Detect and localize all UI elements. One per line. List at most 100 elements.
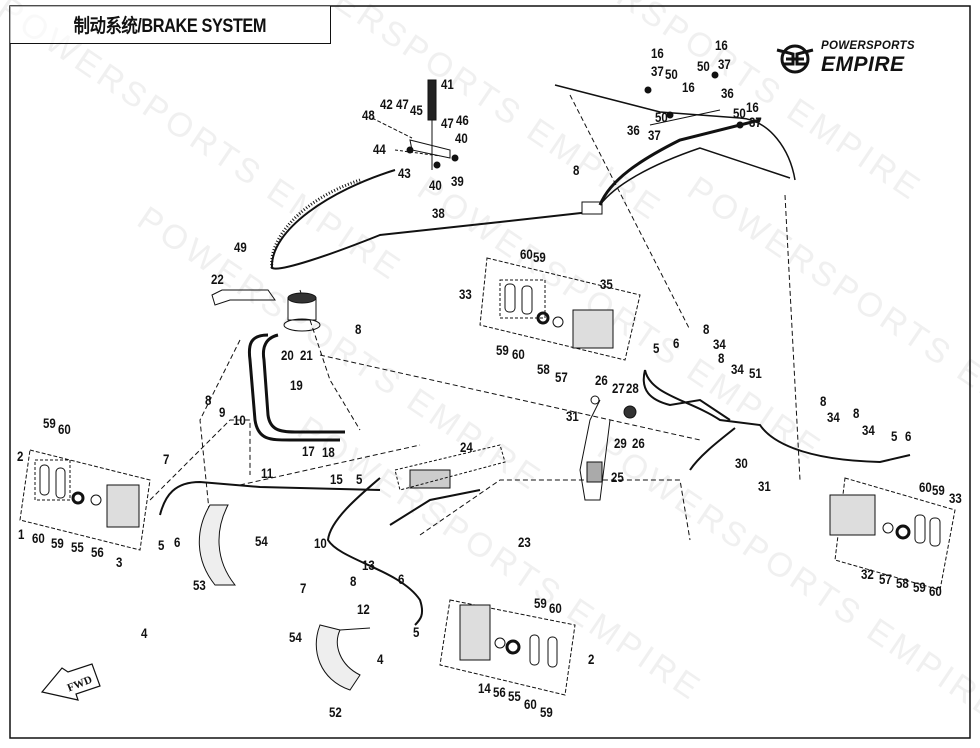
callout: 38: [432, 205, 445, 221]
callout: 27: [612, 380, 625, 396]
callout: 40: [455, 130, 468, 146]
callout: 33: [949, 490, 962, 506]
callout: 1: [18, 526, 25, 542]
callout: 11: [261, 465, 274, 481]
callout: 47: [396, 96, 409, 112]
callout: 40: [429, 177, 442, 193]
callout: 6: [174, 534, 181, 550]
callout: 16: [651, 45, 664, 61]
callout: 8: [355, 321, 362, 337]
callout: 17: [302, 443, 315, 459]
callout: 31: [758, 478, 771, 494]
parking-brake-lever: [371, 79, 459, 170]
empire-wings-logo-icon: [776, 44, 814, 74]
reservoir-hoses: [247, 333, 340, 442]
callout: 50: [655, 109, 668, 125]
callout: 51: [749, 365, 762, 381]
callout: 5: [356, 471, 363, 487]
callout: 44: [373, 141, 386, 157]
callout: 50: [733, 105, 746, 121]
brake-fluid-reservoir: [211, 289, 321, 332]
diagram-title: 制动系统/BRAKE SYSTEM: [73, 16, 267, 37]
callout: 5: [891, 428, 898, 444]
callout: 5: [413, 624, 420, 640]
callout: 55: [71, 539, 84, 555]
callout: 33: [459, 286, 472, 302]
callout: 60: [524, 696, 537, 712]
callout: 60: [919, 479, 932, 495]
callout: 8: [853, 405, 860, 421]
callout: 52: [329, 704, 342, 720]
callout: 4: [377, 651, 384, 667]
master-cylinder: [409, 469, 451, 489]
callout: 9: [219, 404, 226, 420]
callout: 6: [905, 428, 912, 444]
callout: 5: [653, 340, 660, 356]
rear-brake-cables: [554, 84, 796, 181]
front-brake-line-center: [326, 477, 424, 626]
callout: 16: [715, 37, 728, 53]
callout: 16: [746, 99, 759, 115]
callout: 59: [913, 579, 926, 595]
front-right-caliper-box: [439, 599, 576, 696]
right-disc-guard: [315, 624, 361, 691]
callout: 12: [357, 601, 370, 617]
left-disc-guard: [198, 504, 237, 586]
brand-logo: POWERSPORTS EMPIRE: [775, 40, 950, 76]
callout: 20: [281, 347, 294, 363]
callout: 42: [380, 96, 393, 112]
callout: 50: [665, 66, 678, 82]
callout: 32: [861, 566, 874, 582]
callout: 37: [651, 63, 664, 79]
callout: 36: [627, 122, 640, 138]
callout: 35: [600, 276, 613, 292]
callout: 2: [17, 448, 24, 464]
callout: 59: [932, 482, 945, 498]
brake-pedal: [579, 395, 637, 501]
callout: 10: [314, 535, 327, 551]
callout: 4: [141, 625, 148, 641]
callout: 22: [211, 271, 224, 287]
callout: 56: [91, 544, 104, 560]
callout: 26: [632, 435, 645, 451]
callout: 8: [718, 350, 725, 366]
callout: 60: [32, 530, 45, 546]
callout: 8: [573, 162, 580, 178]
callout: 50: [697, 58, 710, 74]
forward-arrow-icon: [40, 663, 101, 701]
callout: 7: [163, 451, 170, 467]
callout: 60: [58, 421, 71, 437]
callout: 8: [820, 393, 827, 409]
callout: 49: [234, 239, 247, 255]
callout: 18: [322, 444, 335, 460]
callout: 28: [626, 380, 639, 396]
brand-line2: EMPIRE: [821, 52, 905, 76]
callout: 15: [330, 471, 343, 487]
callout: 60: [520, 246, 533, 262]
callout: 34: [827, 409, 840, 425]
callout: 59: [540, 704, 553, 720]
callout: 37: [718, 56, 731, 72]
callout: 60: [549, 600, 562, 616]
callout: 34: [713, 336, 726, 352]
callout: 56: [493, 684, 506, 700]
callout: 57: [879, 571, 892, 587]
callout: 37: [648, 127, 661, 143]
callout: 54: [289, 629, 302, 645]
callout: 23: [518, 534, 531, 550]
callout: 36: [721, 85, 734, 101]
callout: 3: [116, 554, 123, 570]
callout: 25: [611, 469, 624, 485]
callout: 8: [350, 573, 357, 589]
callout: 53: [193, 577, 206, 593]
callout: 59: [534, 595, 547, 611]
callout: 34: [862, 422, 875, 438]
callout: 16: [682, 79, 695, 95]
callout: 6: [673, 335, 680, 351]
callout: 59: [496, 342, 509, 358]
callout: 45: [410, 102, 423, 118]
callout: 19: [290, 377, 303, 393]
callout: 59: [533, 249, 546, 265]
callout: 46: [456, 112, 469, 128]
rear-caliper-box-top: [479, 257, 641, 361]
